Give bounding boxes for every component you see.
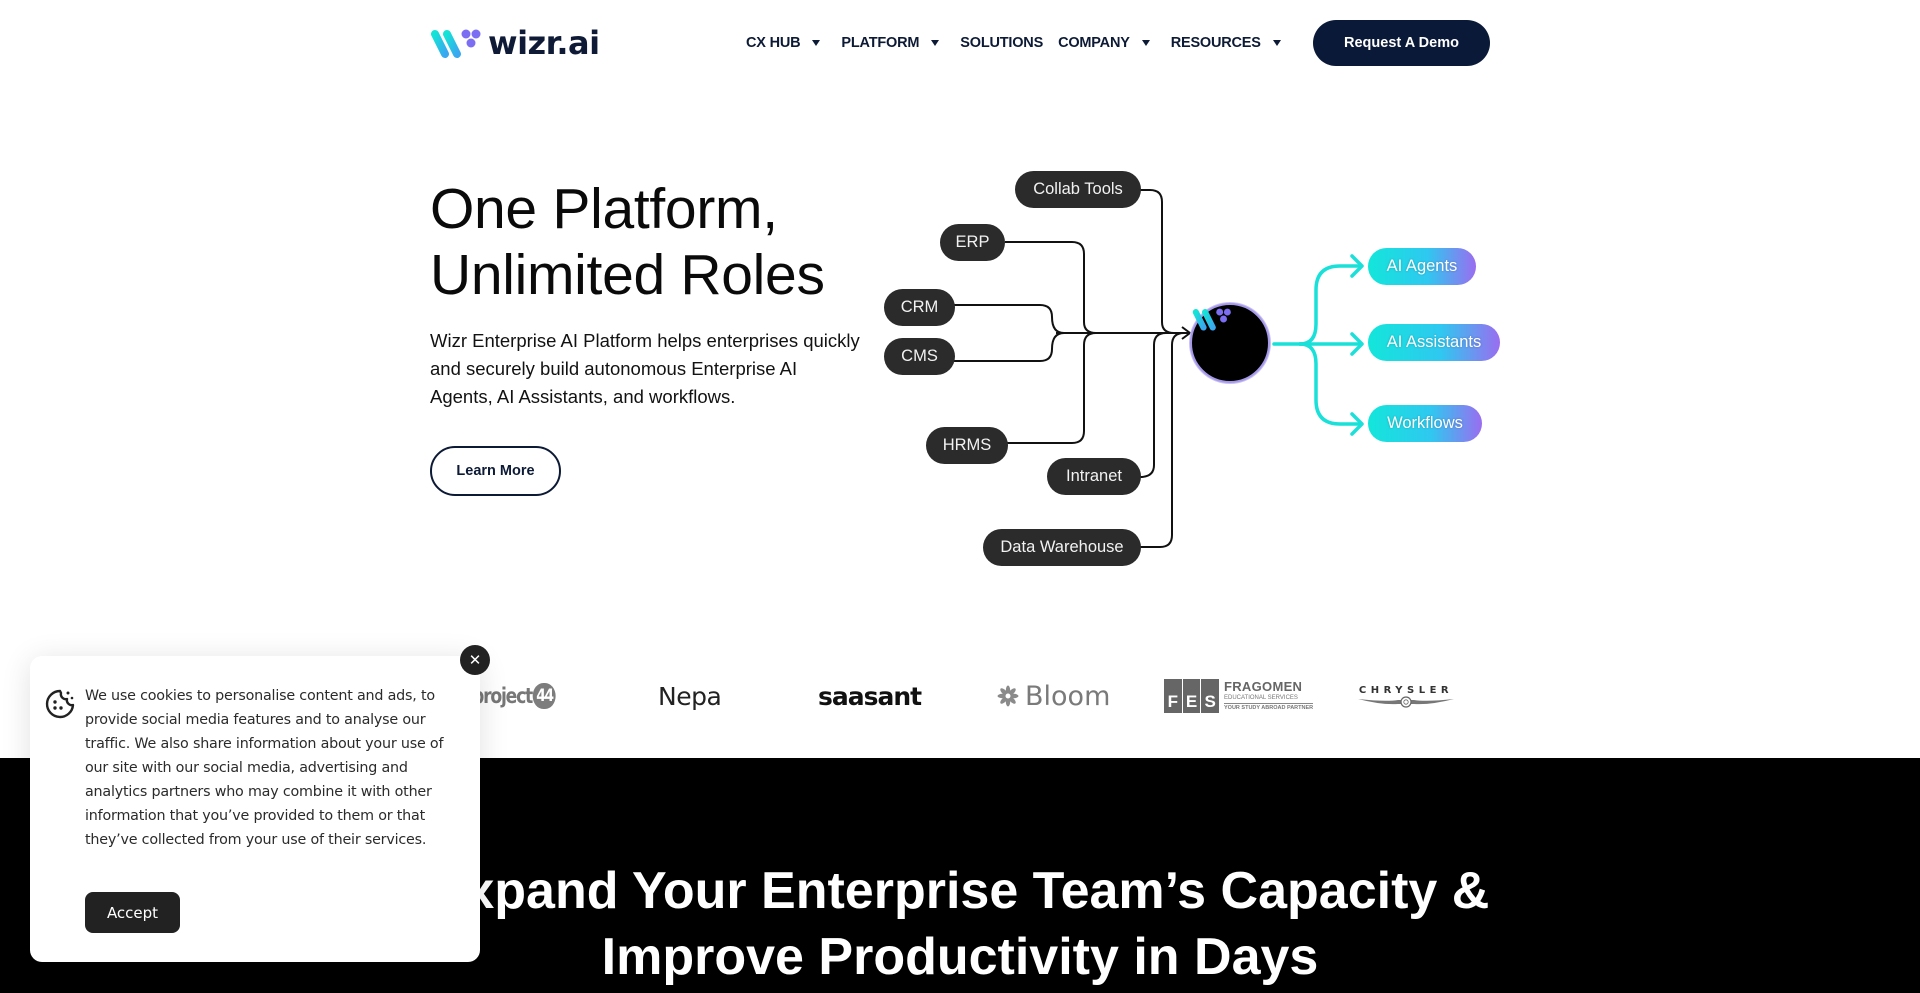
input-pill-collab-tools: Collab Tools bbox=[1015, 171, 1141, 208]
logo-saasant: saasant bbox=[818, 681, 922, 711]
learn-more-button[interactable]: Learn More bbox=[430, 446, 561, 496]
hero-description: Wizr Enterprise AI Platform helps enterp… bbox=[430, 330, 860, 407]
arrow-icon bbox=[1350, 254, 1364, 278]
wizr-logo[interactable]: wizr.ai bbox=[430, 24, 600, 62]
output-pill-workflows: Workflows bbox=[1368, 405, 1482, 442]
caret-down-icon bbox=[931, 40, 940, 46]
request-demo-button[interactable]: Request A Demo bbox=[1313, 20, 1490, 66]
cookie-text: We use cookies to personalise content an… bbox=[85, 688, 444, 848]
output-pill-ai-agents: AI Agents bbox=[1368, 248, 1476, 285]
platform-diagram: Collab Tools ERP CRM CMS HRMS Intranet D… bbox=[884, 171, 1500, 566]
input-pill-data-warehouse: Data Warehouse bbox=[983, 529, 1141, 566]
accept-cookies-button[interactable]: Accept bbox=[85, 892, 180, 933]
hero-title-line1: One Platform, bbox=[430, 177, 778, 241]
logo-nepa: Nepa bbox=[658, 681, 722, 711]
fes-letter: S bbox=[1204, 692, 1216, 711]
cookie-icon bbox=[45, 689, 75, 719]
section-title: Expand Your Enterprise Team’s Capacity &… bbox=[0, 858, 1920, 990]
nav-solutions[interactable]: SOLUTIONS bbox=[960, 35, 1043, 51]
nav-label: SOLUTIONS bbox=[960, 35, 1044, 51]
input-pill-hrms: HRMS bbox=[926, 427, 1008, 464]
output-connector-workflows bbox=[1298, 342, 1362, 426]
caret-down-icon bbox=[1141, 40, 1150, 46]
fes-subtitle: EDUCATIONAL SERVICES bbox=[1224, 695, 1314, 705]
nav-label: CX HUB bbox=[746, 35, 801, 51]
diagram-connectors bbox=[954, 189, 1364, 548]
caret-down-icon bbox=[1272, 40, 1281, 46]
logo-text: CHRYSLER bbox=[1358, 684, 1454, 696]
input-pill-erp: ERP bbox=[940, 224, 1005, 261]
arrow-icon bbox=[1350, 412, 1364, 436]
connector-hrms bbox=[1007, 332, 1097, 444]
input-pill-crm: CRM bbox=[884, 289, 955, 326]
cookie-banner: We use cookies to personalise content an… bbox=[30, 656, 480, 962]
wizr-logo-icon bbox=[431, 29, 481, 58]
flower-icon bbox=[997, 685, 1019, 707]
logo-badge: 44 bbox=[532, 683, 556, 709]
connector-erp bbox=[1005, 241, 1097, 334]
nav-platform[interactable]: PLATFORM bbox=[841, 35, 945, 51]
nav-company[interactable]: COMPANY bbox=[1058, 35, 1156, 51]
arrow-icon bbox=[1350, 332, 1364, 356]
connector-collab-tools bbox=[1140, 189, 1190, 334]
nav-label: PLATFORM bbox=[841, 35, 920, 51]
nav-cx-hub[interactable]: CX HUB bbox=[746, 35, 826, 51]
hero-title-line2: Unlimited Roles bbox=[430, 243, 825, 307]
output-pill-ai-assistants: AI Assistants bbox=[1368, 324, 1500, 361]
site-header: wizr.ai CX HUB PLATFORM SOLUTIONS COMPAN… bbox=[0, 0, 1920, 86]
fes-tagline: YOUR STUDY ABROAD PARTNER bbox=[1224, 705, 1314, 712]
fes-title: FRAGOMEN bbox=[1224, 679, 1303, 695]
logo-fragomen: F E S FRAGOMEN EDUCATIONAL SERVICES YOUR… bbox=[1164, 676, 1314, 716]
fes-letter: F bbox=[1164, 679, 1183, 713]
logo-project44: project 44 bbox=[472, 676, 556, 716]
nav-label: RESOURCES bbox=[1170, 35, 1261, 51]
chrysler-wings-icon bbox=[1358, 695, 1454, 708]
fes-box: F E S bbox=[1164, 679, 1219, 713]
logo-text: Bloom bbox=[1025, 680, 1111, 712]
connector-intranet bbox=[1139, 332, 1167, 478]
fes-text: FRAGOMEN EDUCATIONAL SERVICES YOUR STUDY… bbox=[1224, 679, 1314, 712]
hero-title: One Platform, Unlimited Roles bbox=[430, 176, 900, 308]
nav-label: COMPANY bbox=[1058, 35, 1130, 51]
logo-chrysler: CHRYSLER bbox=[1356, 676, 1456, 716]
logo-wordmark: wizr.ai bbox=[488, 24, 600, 62]
wizr-hub bbox=[1190, 303, 1270, 383]
wizr-logo-icon bbox=[1192, 308, 1231, 331]
nav-resources[interactable]: RESOURCES bbox=[1171, 35, 1287, 51]
logo-bloom: Bloom bbox=[997, 676, 1110, 716]
close-icon: ✕ bbox=[468, 652, 482, 669]
connector-cms bbox=[954, 332, 1065, 362]
connector-arrow-icon bbox=[1181, 326, 1192, 340]
input-pill-cms: CMS bbox=[884, 338, 955, 375]
section-title-line2: Improve Productivity in Days bbox=[601, 928, 1319, 986]
input-pill-intranet: Intranet bbox=[1047, 458, 1141, 495]
logo-text: project bbox=[472, 684, 533, 708]
caret-down-icon bbox=[812, 40, 821, 46]
connector-crm bbox=[954, 304, 1065, 334]
close-cookie-banner-button[interactable]: ✕ bbox=[460, 645, 490, 675]
main-nav: CX HUB PLATFORM SOLUTIONS COMPANY RESOUR… bbox=[746, 30, 1302, 56]
output-connector-agents bbox=[1298, 264, 1362, 346]
connector-data-warehouse bbox=[1140, 332, 1185, 548]
section-title-line1: Expand Your Enterprise Team’s Capacity & bbox=[430, 862, 1490, 920]
fes-letter: E bbox=[1183, 679, 1202, 713]
